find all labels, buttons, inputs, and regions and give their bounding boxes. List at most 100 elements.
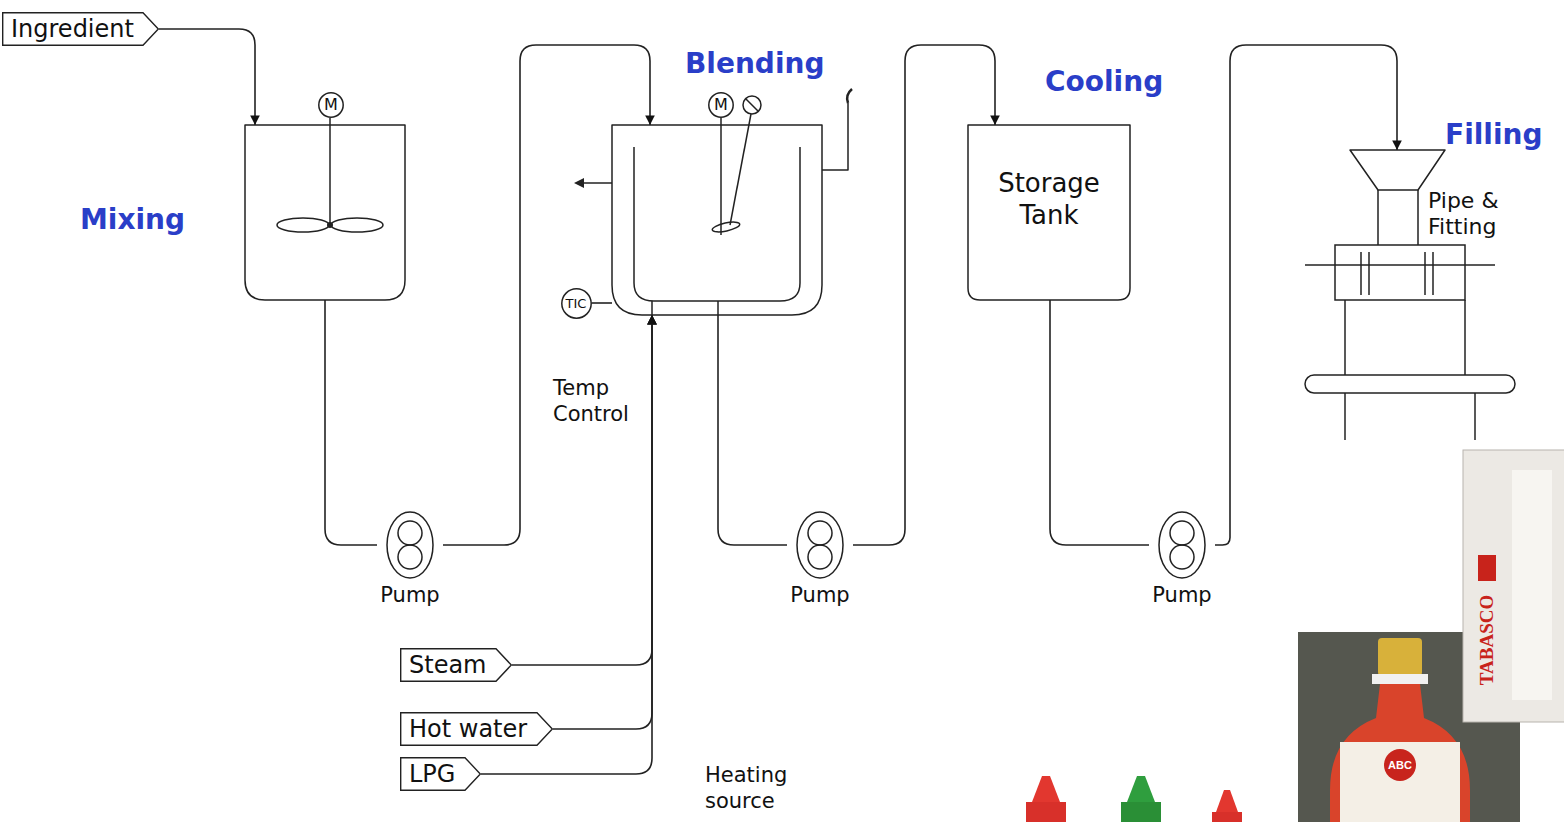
outlet-nozzle — [717, 301, 719, 315]
pump-casing — [387, 512, 433, 578]
pump-label: Pump — [380, 582, 439, 608]
tank-outline — [245, 125, 405, 300]
filling-machine: FillingPipe & Fitting — [1305, 150, 1515, 442]
pump-lobe — [1170, 545, 1194, 569]
annotation-label: Heating source — [705, 762, 805, 814]
pipe-line — [325, 300, 377, 545]
conveyor-belt — [1305, 375, 1515, 393]
valve-mark — [746, 99, 758, 111]
pump-casing — [797, 512, 843, 578]
jacketed-vessel: Blending — [612, 125, 822, 315]
frame-post — [1464, 300, 1466, 375]
squeeze-cap — [1032, 776, 1060, 802]
filler-neck — [1378, 190, 1418, 245]
pipe-line — [1050, 300, 1149, 545]
tank-outline — [968, 125, 1130, 300]
pump-label: Pump — [1152, 582, 1211, 608]
pipe-line — [443, 45, 650, 545]
jacket-outlet — [582, 182, 612, 184]
utility-tag: LPG — [400, 757, 481, 791]
tag-outline — [401, 758, 481, 791]
utility-label: Hot water — [409, 714, 527, 744]
impeller-hub — [327, 222, 333, 228]
bottle-label — [1340, 742, 1460, 822]
squeeze-cap — [1026, 802, 1066, 822]
brand-text: ABC — [1380, 758, 1420, 772]
valve-symbol — [743, 96, 761, 114]
input-label: Ingredient — [11, 14, 134, 44]
nozzle-mark — [1424, 252, 1426, 295]
controller-bubble: TIC — [561, 288, 592, 319]
machine-leg — [1344, 393, 1346, 440]
pump-label: Pump — [790, 582, 849, 608]
vent-pipe — [822, 103, 848, 170]
tag-outline — [3, 13, 159, 46]
tag-outline — [401, 713, 553, 746]
nozzle-mark — [1432, 252, 1434, 295]
storage-tank: CoolingStorage Tank — [968, 125, 1130, 300]
instrument-tag: TIC — [566, 296, 587, 311]
pipe-line — [512, 315, 652, 665]
pump-lobe — [398, 521, 422, 545]
brand-text: TABASCO — [1475, 585, 1499, 695]
nozzle-mark — [1360, 252, 1362, 295]
utility-label: LPG — [409, 759, 455, 789]
pump-symbol: Pump — [787, 512, 853, 612]
motor-label: M — [714, 96, 728, 114]
sauce-sachet — [1463, 450, 1564, 722]
stirrer-blade — [711, 220, 740, 234]
bottle-body — [1330, 684, 1470, 822]
jacket-outline — [612, 125, 822, 315]
pipe-line — [718, 315, 787, 545]
pipe-line — [159, 29, 255, 125]
bottle-cap — [1378, 638, 1422, 676]
sachet-panel — [1512, 470, 1552, 700]
stage-heading: Cooling — [1045, 65, 1163, 99]
circle-outline — [319, 93, 343, 117]
agitator-shaft — [720, 118, 722, 235]
motor-symbol: M — [708, 92, 734, 118]
hopper-funnel — [1350, 150, 1445, 190]
stage-heading: Mixing — [80, 203, 185, 237]
impeller-blade — [331, 218, 383, 232]
tag-outline — [401, 649, 512, 682]
mixing-tank: Mixing — [245, 125, 405, 300]
agitator-shaft — [329, 118, 331, 225]
sachet-logo — [1478, 555, 1496, 581]
pipe-line — [592, 302, 613, 304]
pump-symbol: Pump — [1149, 512, 1215, 612]
squeeze-cap — [1216, 790, 1238, 812]
tank-label: Storage Tank — [979, 167, 1119, 231]
squeeze-cap — [1212, 812, 1242, 822]
utility-tag: Hot water — [400, 712, 553, 746]
annotation-label: Temp Control — [553, 375, 645, 427]
pump-symbol: Pump — [377, 512, 443, 612]
impeller-blade — [277, 218, 329, 232]
filler-head — [1335, 245, 1465, 300]
circle-outline — [709, 93, 733, 117]
stage-heading: Filling — [1445, 118, 1543, 152]
filler-bar — [1305, 264, 1495, 266]
pump-lobe — [808, 521, 832, 545]
frame-post — [1344, 300, 1346, 375]
jacket-inlet — [651, 301, 653, 315]
pump-casing — [1159, 512, 1205, 578]
part-label: Pipe & Fitting — [1428, 188, 1510, 240]
circle-outline — [561, 288, 590, 317]
inner-vessel — [634, 147, 800, 301]
machine-leg — [1474, 393, 1476, 440]
pump-lobe — [398, 545, 422, 569]
pipe-line — [1215, 45, 1397, 545]
outlet-arrow — [574, 178, 584, 188]
node-shape — [612, 125, 822, 315]
node-shape — [245, 125, 405, 300]
motor-label: M — [324, 96, 338, 114]
vent-tip — [847, 89, 852, 103]
motor-symbol: M — [318, 92, 344, 118]
bottle-band — [1372, 674, 1428, 684]
utility-tag: Steam — [400, 648, 512, 682]
nozzle-mark — [1368, 252, 1370, 295]
